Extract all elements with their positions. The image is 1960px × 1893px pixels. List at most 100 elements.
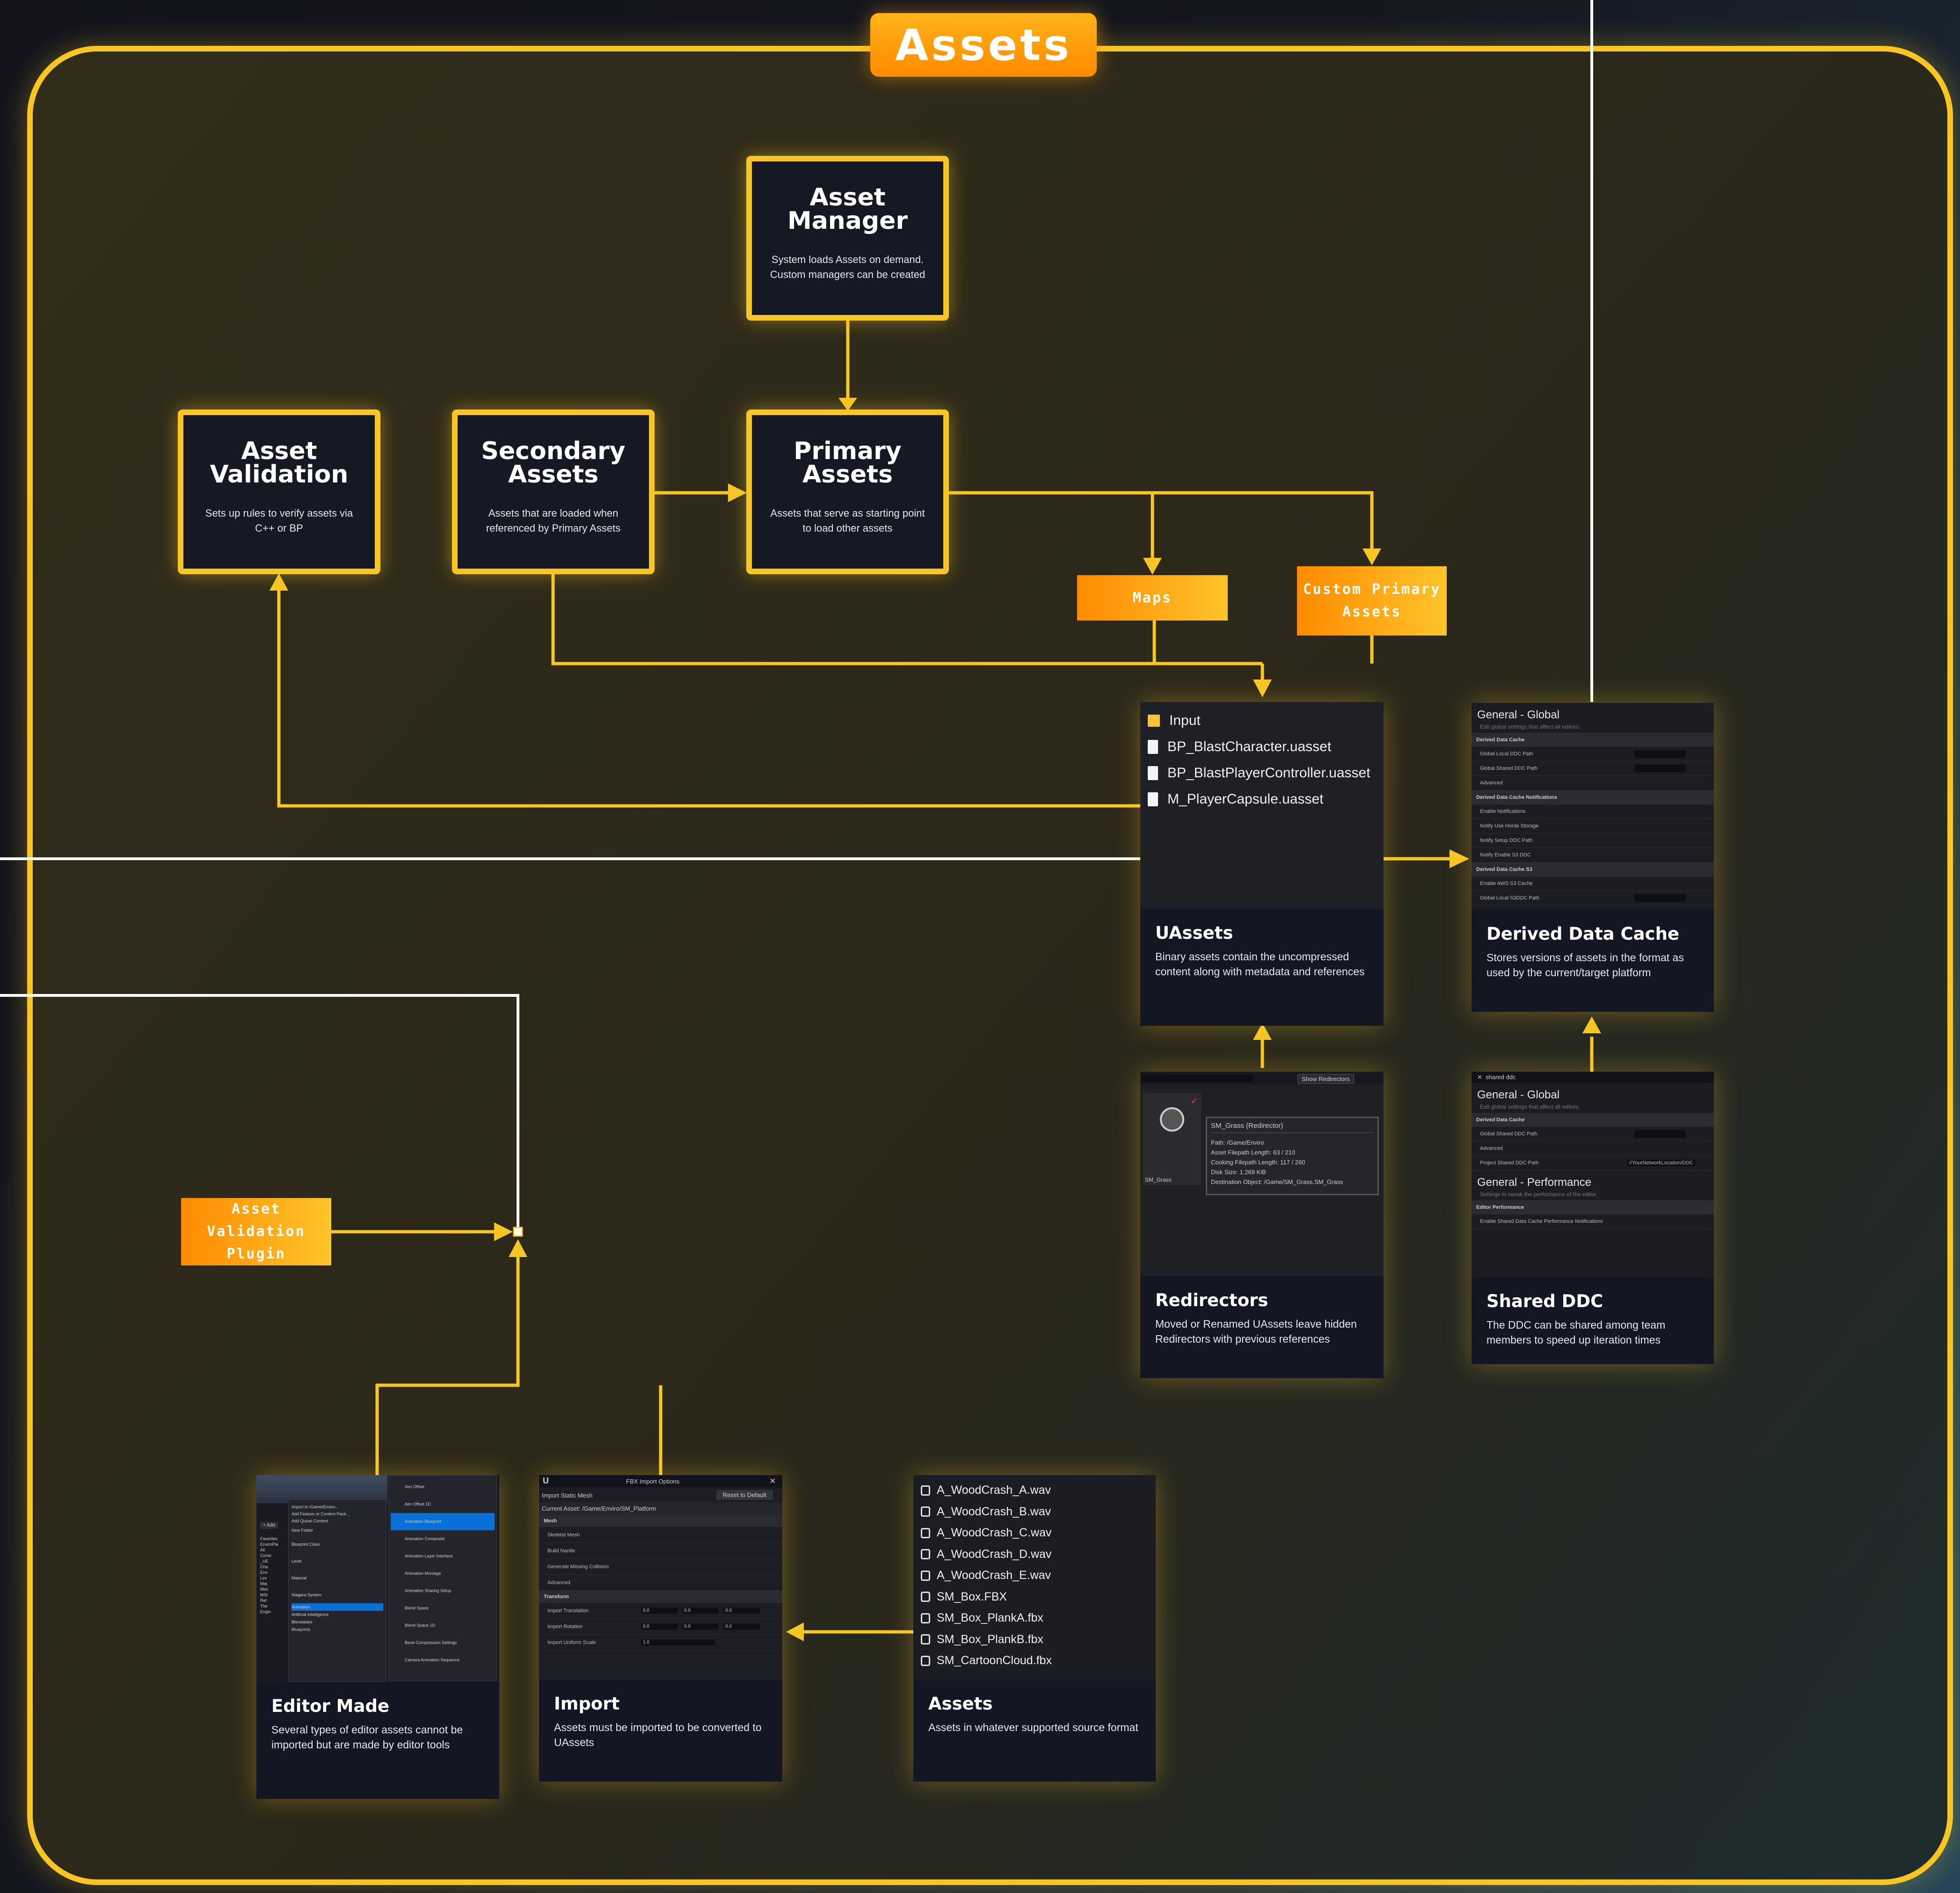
redirectors-caption: Redirectors Moved or Renamed UAssets lea…	[1140, 1276, 1384, 1378]
menu-item[interactable]: Import to /Game/Enviro...	[291, 1505, 339, 1509]
close-icon[interactable]: ✕	[769, 1477, 776, 1485]
file-name: SM_Box_PlankB.fbx	[937, 1632, 1043, 1646]
list-item[interactable]: SM_CartoonCloud.fbx	[921, 1650, 1052, 1672]
list-item[interactable]: SM_Box_PlankB.fbx	[921, 1629, 1052, 1651]
tree-item[interactable]: Engin	[260, 1609, 271, 1614]
shared-ddc-search[interactable]: ✕ shared ddc	[1472, 1072, 1714, 1083]
setting-row[interactable]: Advanced	[1472, 776, 1714, 790]
tree-item[interactable]: Lev	[260, 1576, 267, 1580]
path-field[interactable]	[1634, 765, 1686, 772]
value-field[interactable]: 0.0	[723, 1608, 760, 1614]
project-path-field[interactable]: //YourNetworkLocation/DDC	[1627, 1160, 1695, 1166]
list-item[interactable]: A_WoodCrash_A.wav	[921, 1480, 1052, 1501]
path-field[interactable]	[1634, 750, 1686, 758]
file-name: M_PlayerCapsule.uasset	[1167, 791, 1324, 807]
menu-item[interactable]: Blendables	[291, 1620, 313, 1624]
tree-item[interactable]: Cha	[260, 1564, 268, 1569]
menu-item[interactable]: Artificial Intelligence	[291, 1612, 329, 1617]
setting-row[interactable]: Notify Enable S3 DDC	[1472, 848, 1714, 862]
value-field[interactable]: 0.0	[682, 1623, 719, 1630]
list-item[interactable]: SM_Box_PlankA.fbx	[921, 1608, 1052, 1629]
submenu-item[interactable]: Animation Composite	[405, 1536, 445, 1541]
submenu-item[interactable]: Animation Sharing Setup	[405, 1588, 452, 1593]
menu-item[interactable]: Material	[291, 1576, 307, 1580]
setting-row[interactable]: Enable Shared Data Cache Performance Not…	[1472, 1214, 1714, 1229]
menu-item[interactable]: Level	[291, 1559, 302, 1564]
tree-item[interactable]: All	[260, 1548, 265, 1552]
setting-row[interactable]: Advanced	[1472, 1141, 1714, 1156]
redirector-tile[interactable]: ✓ SM_Grass	[1143, 1093, 1201, 1185]
list-item[interactable]: M_PlayerCapsule.uasset	[1148, 786, 1370, 812]
menu-item[interactable]: New Folder	[291, 1528, 313, 1533]
setting-row[interactable]: Enable AWS S3 Cache	[1472, 877, 1714, 891]
setting-row[interactable]: Project Shared DDC Path//YourNetworkLoca…	[1472, 1156, 1714, 1170]
path-field[interactable]	[1634, 1130, 1686, 1138]
reset-button[interactable]: Reset to Default	[716, 1490, 773, 1500]
list-item[interactable]: A_WoodCrash_D.wav	[921, 1544, 1052, 1565]
setting-row[interactable]: Notify Setup DDC Path	[1472, 833, 1714, 848]
menu-item-animation[interactable]: Animation	[291, 1603, 383, 1611]
list-item[interactable]: A_WoodCrash_E.wav	[921, 1565, 1052, 1586]
ddc-settings-sub: Edit global settings that affect all edi…	[1480, 724, 1581, 730]
tree-item[interactable]: Conte	[260, 1553, 272, 1558]
value-field[interactable]: 1.0	[641, 1639, 715, 1645]
tree-item[interactable]: Favorites	[260, 1536, 278, 1541]
tree-item[interactable]: Mat	[260, 1581, 268, 1586]
show-redirectors-toggle[interactable]: Show Redirectors	[1297, 1074, 1354, 1084]
list-item[interactable]: A_WoodCrash_B.wav	[921, 1501, 1052, 1523]
setting-row[interactable]: Global Shared DDC Path	[1472, 761, 1714, 776]
setting-row[interactable]: Global Shared DDC Path	[1472, 1127, 1714, 1141]
submenu-item[interactable]: Animation Layer Interface	[405, 1554, 453, 1558]
submenu-item[interactable]: Bone Compression Settings	[405, 1640, 457, 1645]
list-item[interactable]: BP_BlastCharacter.uasset	[1148, 734, 1370, 760]
menu-item[interactable]: Blueprint Class	[291, 1542, 320, 1547]
add-button[interactable]: + Add	[260, 1522, 278, 1529]
menu-item[interactable]: Blueprints	[291, 1627, 311, 1632]
list-item[interactable]: A_WoodCrash_C.wav	[921, 1522, 1052, 1544]
submenu-item[interactable]: Camera Animation Sequence	[405, 1658, 460, 1662]
setting-row[interactable]: Skeletal Mesh	[539, 1527, 782, 1543]
tree-item[interactable]: The	[260, 1604, 268, 1608]
menu-item[interactable]: Add Feature or Content Pack...	[291, 1512, 350, 1516]
menu-item[interactable]: Add Quixel Content	[291, 1519, 328, 1523]
setting-row[interactable]: Build Nanite	[539, 1543, 782, 1559]
tree-item[interactable]: Env	[260, 1570, 268, 1575]
list-item[interactable]: BP_BlastPlayerController.uasset	[1148, 760, 1370, 786]
submenu-item[interactable]: Blend Space 1D	[405, 1623, 436, 1628]
menu-item[interactable]: Niagara System	[291, 1593, 322, 1597]
setting-row[interactable]: Generate Missing Collision	[539, 1559, 782, 1575]
tree-item[interactable]: MSt	[260, 1593, 268, 1597]
tree-item[interactable]: EnviroPla	[260, 1542, 278, 1547]
advanced-row[interactable]: Advanced	[539, 1575, 782, 1591]
redirectors-search[interactable]	[1141, 1074, 1253, 1082]
path-field[interactable]	[1634, 894, 1686, 902]
tooltip-line: Path: /Game/Enviro	[1211, 1139, 1264, 1146]
tree-item[interactable]: _UE	[260, 1559, 269, 1564]
value-field[interactable]: 0.0	[641, 1623, 678, 1630]
submenu-item[interactable]: Blend Space	[405, 1606, 429, 1610]
tree-item[interactable]: Mes	[260, 1587, 269, 1592]
value-field[interactable]: 0.0	[682, 1608, 719, 1614]
list-item[interactable]: SM_Box.FBX	[921, 1586, 1052, 1608]
uassets-title: UAssets	[1155, 923, 1233, 943]
value-field[interactable]: 0.0	[641, 1608, 678, 1614]
submenu-item[interactable]: Animation Montage	[405, 1571, 441, 1576]
setting-row[interactable]: Notify Use Horde Storage	[1472, 819, 1714, 833]
setting-row[interactable]: Enable Notifications	[1472, 804, 1714, 819]
source-assets-title: Assets	[928, 1694, 993, 1714]
submenu-item[interactable]: Aim Offset	[405, 1484, 424, 1489]
custom-primary-assets-tag: Custom Primary Assets	[1297, 566, 1447, 636]
list-item[interactable]: Input	[1148, 708, 1370, 734]
setting-row[interactable]: Global Local DDC Path	[1472, 747, 1714, 761]
file-name: BP_BlastCharacter.uasset	[1167, 739, 1332, 754]
submenu-item[interactable]: Aim Offset 1D	[405, 1502, 431, 1506]
fbx-window-titlebar: U FBX Import Options ✕	[539, 1475, 782, 1487]
submenu-item-selected[interactable]: Animation Blueprint	[391, 1513, 495, 1530]
value-field[interactable]: 0.0	[723, 1623, 760, 1630]
setting-row[interactable]: Global Local S3DDC Path	[1472, 891, 1714, 906]
tree-item[interactable]: Ref	[260, 1598, 267, 1603]
editor-made-title: Editor Made	[271, 1696, 390, 1716]
